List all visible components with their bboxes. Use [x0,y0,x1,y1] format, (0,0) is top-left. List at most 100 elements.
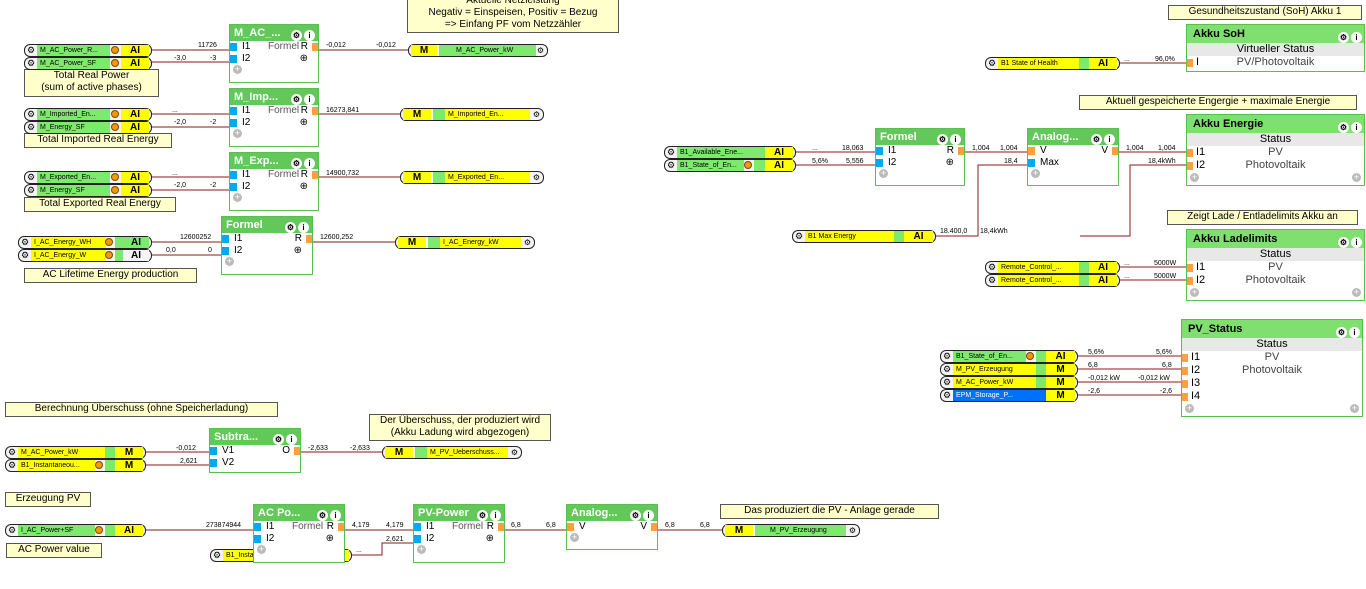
input-pv-m-ac-power[interactable]: ⚙ M_AC_Power_kW M [940,376,1078,389]
gear-icon[interactable]: ⚙ [1338,32,1349,43]
input-m-energy-sf-2[interactable]: ⚙ M_Energy_SF AI [24,184,152,197]
add-icon[interactable]: ⊕ [293,245,302,256]
block-header[interactable]: M_Imp...⚙i [230,89,318,105]
info-icon[interactable]: i [298,222,309,233]
input-b1-soh[interactable]: ⚙ B1 State of Health AI [985,57,1120,70]
block-header[interactable]: M_AC_...⚙i [230,25,318,41]
gear-icon[interactable]: ⚙ [943,351,952,361]
gear-icon[interactable]: ⚙ [988,262,997,272]
input-sub-b1-instantaneous[interactable]: ⚙ B1_Instantaneou... M [5,459,146,472]
input-b1-max-energy[interactable]: ⚙ B1 Max Energy AI [792,230,936,243]
input-remote-control-1[interactable]: ⚙ Remote_Control_... AI [985,261,1120,274]
gear-icon[interactable]: ⚙ [8,447,17,457]
block-header[interactable]: M_Exp...⚙i [230,153,318,169]
add-icon[interactable]: + [1350,403,1359,413]
info-icon[interactable]: i [950,134,961,145]
info-icon[interactable]: i [1351,32,1362,43]
input-m-imported[interactable]: ⚙ M_Imported_En... AI [24,108,152,121]
input-i-ac-energy-wh[interactable]: ⚙ I_AC_Energy_WH AI [18,236,152,249]
add-icon[interactable]: ⊕ [299,181,308,192]
gear-icon[interactable]: ⚙ [285,222,296,233]
gear-icon[interactable]: ⚙ [532,110,540,119]
add-icon[interactable]: + [1352,172,1361,182]
block-header[interactable]: PV-Power⚙i [414,505,504,521]
add-icon[interactable]: + [1031,168,1040,178]
block-header[interactable]: Analog...⚙i [567,505,657,521]
add-icon[interactable]: + [233,128,242,138]
add-icon[interactable]: + [1190,287,1199,297]
input-m-exported[interactable]: ⚙ M_Exported_En... AI [24,171,152,184]
block-header[interactable]: Subtra...⚙i [210,429,300,445]
block-header[interactable]: Formel⚙i [222,217,312,233]
block-header[interactable]: Akku SoH⚙i [1187,25,1364,43]
info-icon[interactable]: i [330,510,341,521]
add-icon[interactable]: + [257,544,266,554]
gear-icon[interactable]: ⚙ [21,250,30,260]
input-b1-state-en[interactable]: ⚙ B1_State_of_En... AI [664,159,796,172]
block-header[interactable]: Formel⚙i [876,129,964,145]
block-header[interactable]: Akku Energie⚙i [1187,115,1364,133]
input-i-ac-power-sf[interactable]: ⚙ I_AC_Power+SF AI [5,524,146,537]
output-m-imported[interactable]: M M_Imported_En... ⚙ [400,108,544,121]
gear-icon[interactable]: ⚙ [1091,134,1102,145]
add-icon[interactable]: + [1185,403,1194,413]
gear-icon[interactable]: ⚙ [667,147,676,157]
gear-icon[interactable]: ⚙ [532,173,540,182]
add-icon[interactable]: ⊕ [299,117,308,128]
gear-icon[interactable]: ⚙ [848,526,856,535]
output-m-ac-power-kw[interactable]: M M_AC_Power_kW ⚙ [408,44,548,57]
add-icon[interactable]: + [417,544,426,554]
gear-icon[interactable]: ⚙ [477,510,488,521]
info-icon[interactable]: i [1351,237,1362,248]
gear-icon[interactable]: ⚙ [1338,122,1349,133]
input-sub-ac-power[interactable]: ⚙ M_AC_Power_kW M [5,446,146,459]
gear-icon[interactable]: ⚙ [317,510,328,521]
add-icon[interactable]: + [879,168,888,178]
gear-icon[interactable]: ⚙ [27,45,36,55]
gear-icon[interactable]: ⚙ [667,160,676,170]
info-icon[interactable]: i [643,510,654,521]
output-i-ac-energy-kw[interactable]: M I_AC_Energy_kW ⚙ [395,236,535,249]
gear-icon[interactable]: ⚙ [27,122,36,132]
gear-icon[interactable]: ⚙ [943,390,952,400]
input-pv-m-erzeugung[interactable]: ⚙ M_PV_Erzeugung M [940,363,1078,376]
block-header[interactable]: Akku Ladelimits⚙i [1187,230,1364,248]
add-icon[interactable]: + [233,192,242,202]
gear-icon[interactable]: ⚙ [536,46,544,55]
block-header[interactable]: AC Po...⚙i [254,505,344,521]
gear-icon[interactable]: ⚙ [630,510,641,521]
add-icon[interactable]: + [1190,172,1199,182]
input-m-energy-sf-1[interactable]: ⚙ M_Energy_SF AI [24,121,152,134]
info-icon[interactable]: i [490,510,501,521]
gear-icon[interactable]: ⚙ [213,550,222,560]
gear-icon[interactable]: ⚙ [1338,237,1349,248]
gear-icon[interactable]: ⚙ [27,172,36,182]
gear-icon[interactable]: ⚙ [1336,327,1347,338]
input-pv-b1-state[interactable]: ⚙ B1_State_of_En... AI [940,350,1078,363]
gear-icon[interactable]: ⚙ [291,30,302,41]
add-icon[interactable]: + [570,532,579,542]
block-header[interactable]: Analog...⚙i [1028,129,1118,145]
input-pv-epm-storage[interactable]: ⚙ EPM_Storage_P... M [940,389,1078,402]
add-icon[interactable]: + [233,64,242,74]
output-m-pv-erzeugung[interactable]: M M_PV_Erzeugung ⚙ [722,524,860,537]
add-icon[interactable]: ⊕ [945,157,954,168]
gear-icon[interactable]: ⚙ [291,158,302,169]
add-icon[interactable]: + [1352,287,1361,297]
gear-icon[interactable]: ⚙ [8,525,17,535]
info-icon[interactable]: i [304,30,315,41]
gear-icon[interactable]: ⚙ [27,58,36,68]
add-icon[interactable]: + [225,256,234,266]
input-i-ac-energy-w[interactable]: ⚙ I_AC_Energy_W AI [18,249,152,262]
